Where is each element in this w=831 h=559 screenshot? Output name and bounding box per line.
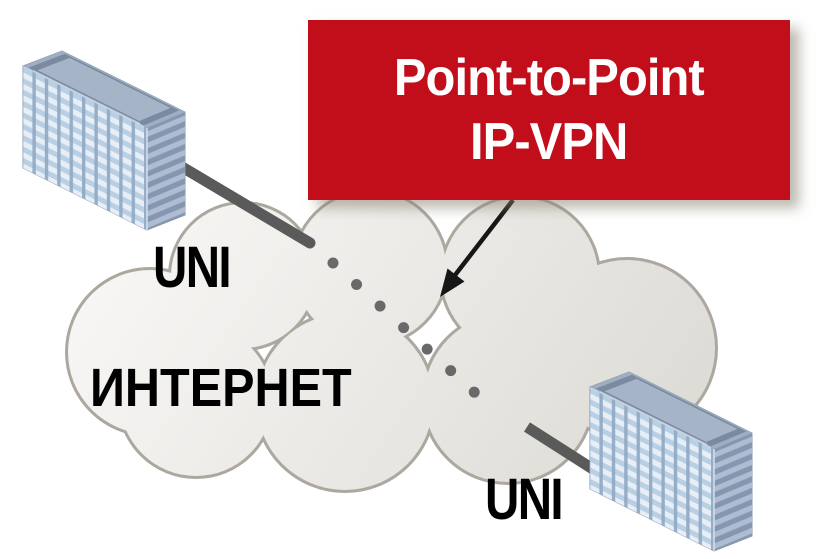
callout-line-2: IP-VPN [470, 113, 628, 171]
building-icon-right [589, 371, 753, 552]
building-icon-left [22, 50, 186, 231]
internet-label: ИНТЕРНЕТ [90, 358, 352, 418]
cloud-body [68, 192, 715, 490]
vpn-callout: Point-to-Point IP-VPN [308, 20, 790, 200]
callout-arrow [440, 198, 515, 297]
uni-label-left: UNI [153, 235, 232, 300]
callout-line-1: Point-to-Point [394, 49, 705, 107]
uni-label-right: UNI [485, 467, 564, 532]
internet-cloud [65, 189, 718, 493]
vpn-tunnel-dotted-line [327, 257, 503, 419]
access-line-left [166, 155, 316, 249]
